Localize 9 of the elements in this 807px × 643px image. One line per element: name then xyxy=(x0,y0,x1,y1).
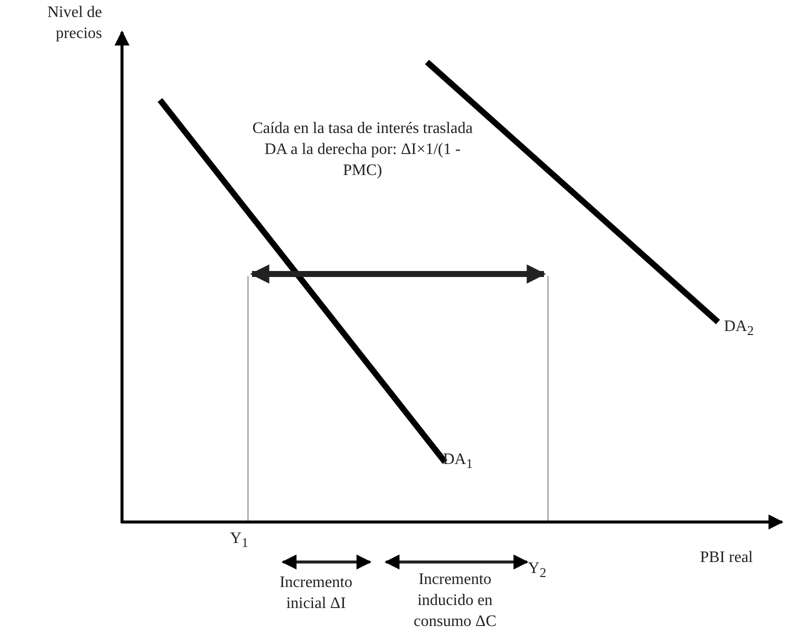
annotation-text: Caída en la tasa de interés traslada DA a la derecha por: ΔI×1/(1 -PMC) xyxy=(251,119,474,181)
axis-label: Y$_{2}$ xyxy=(528,559,548,582)
axis-label: PBI real xyxy=(700,548,754,568)
curve-label: DA$_{2}$ xyxy=(724,317,755,340)
curve-label: DA$_{1}$ xyxy=(443,450,474,474)
annotation-text: Incremento inducido en consumo ΔC xyxy=(412,570,498,632)
axis-label: Y$_{1}$ xyxy=(230,529,250,552)
annotation-text: Incremento inicial ΔI xyxy=(278,573,354,614)
axis-label: Nivel de precios xyxy=(46,3,102,44)
